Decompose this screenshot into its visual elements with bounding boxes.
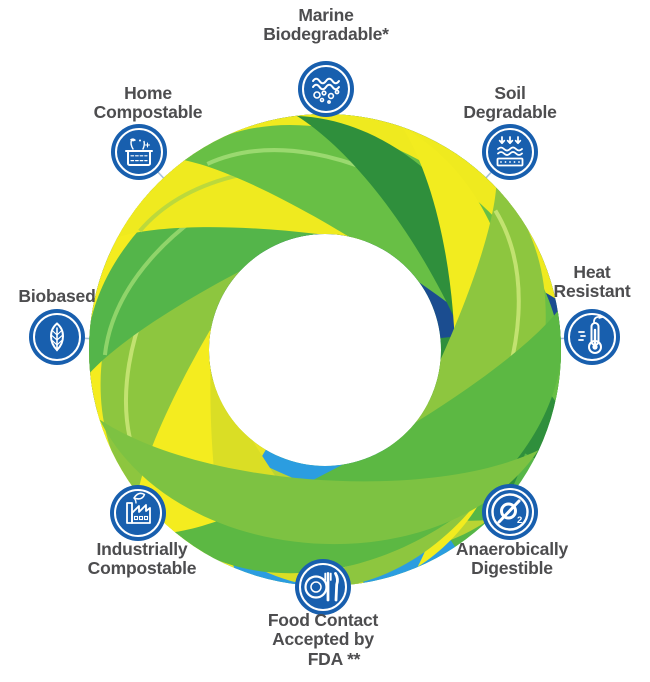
thermometer-icon [564,309,620,365]
label-line: Biodegradable* [263,24,389,45]
label-line: Soil [494,83,526,103]
leaf-icon [29,309,85,365]
svg-text:2: 2 [517,515,522,526]
compost-bin-icon [111,124,167,180]
label-line: Biobased [18,286,96,306]
label-line: Heat [573,262,611,282]
label-line: Anaerobically [455,539,569,559]
label-anaerobically-digestible: Anaerobically Digestible [412,539,612,579]
label-biobased: Biobased [0,286,157,306]
label-line: Compostable [93,102,203,123]
label-home-compostable: Home Compostable [48,83,248,123]
label-line: Resistant [553,281,631,302]
no-oxygen-icon: 2 [482,484,538,540]
label-marine-biodegradable: Marine Biodegradable* [226,5,426,45]
factory-leaf-icon [110,485,166,541]
waves-bubbles-icon [298,61,354,117]
fork-knife-plate-icon [295,559,351,615]
label-industrially-compostable: Industrially Compostable [42,539,242,579]
label-line: Home [124,83,172,103]
label-line: Degradable [463,102,557,123]
label-heat-resistant: Heat Resistant [492,262,650,302]
label-line: Industrially [96,539,188,559]
label-line: FDA ** [307,648,361,669]
label-line: Food Contact [267,610,379,630]
label-line: Digestible [471,558,553,579]
label-soil-degradable: Soil Degradable [410,83,610,123]
soil-layers-icon [482,124,538,180]
label-food-contact-fda: Food Contact Accepted by FDA ** [223,610,423,669]
label-line: Compostable [87,558,197,579]
label-line: Accepted by [272,629,374,650]
label-line: Marine [298,5,354,25]
